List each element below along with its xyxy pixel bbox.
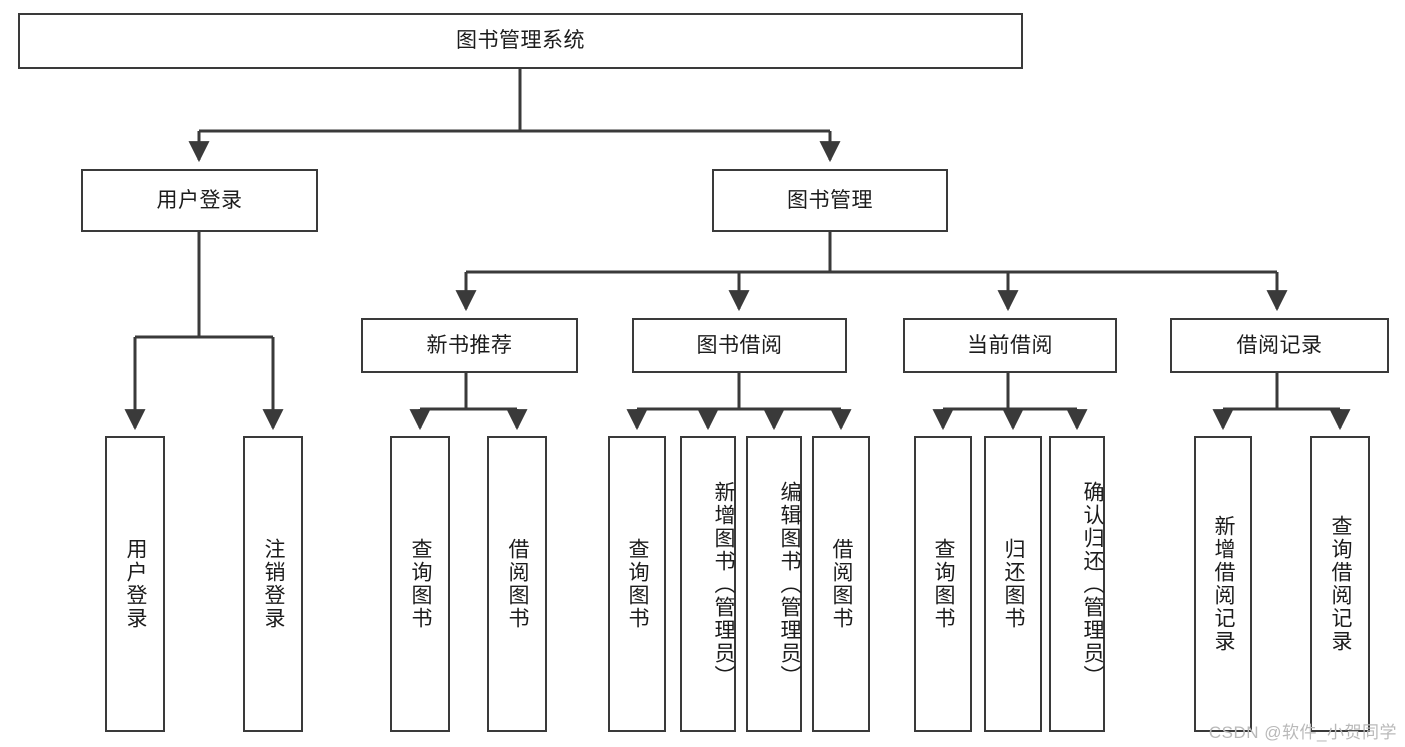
node-leaf-query-book-current[interactable]: 查询图书 (914, 436, 972, 732)
node-leaf-return-book[interactable]: 归还图书 (984, 436, 1042, 732)
node-root[interactable]: 图书管理系统 (18, 13, 1023, 69)
node-leaf-add-borrow-record-label: 新增借阅记录 (1212, 515, 1236, 653)
node-leaf-add-borrow-record[interactable]: 新增借阅记录 (1194, 436, 1252, 732)
node-leaf-query-borrow-record[interactable]: 查询借阅记录 (1310, 436, 1370, 732)
edges-newbookrec-to-leaves (409, 373, 528, 431)
node-current-borrow[interactable]: 当前借阅 (903, 318, 1117, 373)
edges-bookborrow-to-leaves (626, 373, 852, 431)
node-root-label: 图书管理系统 (456, 29, 585, 53)
node-leaf-user-login[interactable]: 用户登录 (105, 436, 165, 732)
node-book-manage[interactable]: 图书管理 (712, 169, 948, 232)
node-leaf-query-book-rec[interactable]: 查询图书 (390, 436, 450, 732)
node-new-book-recommend-label: 新书推荐 (426, 333, 513, 357)
node-leaf-query-book-borrow-label: 查询图书 (626, 538, 650, 630)
node-leaf-return-book-label: 归还图书 (1002, 538, 1026, 630)
edges-borrowrecord-to-leaves (1212, 373, 1351, 431)
node-leaf-add-book-admin-label: 新增图书（管理员） (712, 480, 735, 688)
node-user-login-label: 用户登录 (156, 188, 243, 212)
edges-bookmanage-to-level3 (455, 232, 1288, 312)
node-leaf-edit-book-admin-label: 编辑图书（管理员） (778, 480, 801, 688)
node-leaf-confirm-return-admin-label: 确认归还（管理员） (1081, 480, 1104, 688)
node-book-borrow-label: 图书借阅 (696, 333, 783, 357)
node-user-login[interactable]: 用户登录 (81, 169, 318, 232)
node-leaf-logout-login-label: 注销登录 (262, 538, 286, 630)
node-leaf-borrow-book-rec[interactable]: 借阅图书 (487, 436, 547, 732)
node-borrow-record-label: 借阅记录 (1236, 333, 1323, 357)
node-borrow-record[interactable]: 借阅记录 (1170, 318, 1389, 373)
edges-userlogin-to-leaves (124, 232, 284, 431)
node-leaf-user-login-label: 用户登录 (124, 538, 148, 630)
node-leaf-edit-book-admin[interactable]: 编辑图书（管理员） (746, 436, 802, 732)
node-leaf-logout-login[interactable]: 注销登录 (243, 436, 303, 732)
node-leaf-confirm-return-admin[interactable]: 确认归还（管理员） (1049, 436, 1105, 732)
node-book-manage-label: 图书管理 (787, 188, 873, 212)
edges-root-to-level2 (188, 69, 841, 163)
csdn-watermark: CSDN @软件_小贺同学 (1208, 723, 1397, 742)
node-leaf-query-borrow-record-label: 查询借阅记录 (1329, 515, 1353, 653)
node-leaf-borrow-book[interactable]: 借阅图书 (812, 436, 870, 732)
node-leaf-query-book-borrow[interactable]: 查询图书 (608, 436, 666, 732)
edges-currentborrow-to-leaves (932, 373, 1088, 431)
node-book-borrow[interactable]: 图书借阅 (632, 318, 847, 373)
node-leaf-borrow-book-label: 借阅图书 (830, 538, 854, 630)
node-leaf-query-book-current-label: 查询图书 (932, 538, 956, 630)
node-leaf-query-book-rec-label: 查询图书 (409, 538, 433, 630)
node-leaf-borrow-book-rec-label: 借阅图书 (506, 538, 530, 630)
node-new-book-recommend[interactable]: 新书推荐 (361, 318, 578, 373)
node-current-borrow-label: 当前借阅 (967, 333, 1053, 357)
node-leaf-add-book-admin[interactable]: 新增图书（管理员） (680, 436, 736, 732)
